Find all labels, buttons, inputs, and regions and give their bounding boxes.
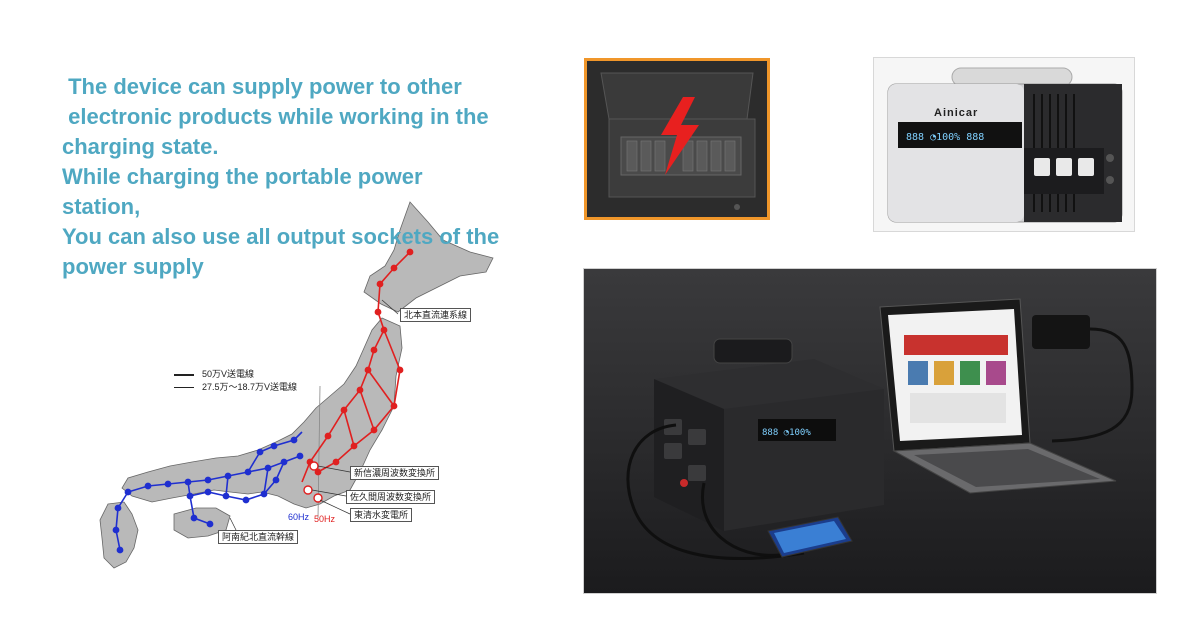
breaker-panel-image: [584, 58, 770, 220]
label-higashi-shimizu: 東清水変電所: [350, 508, 413, 522]
headline-text: The device can supply power to other ele…: [62, 72, 532, 282]
svg-text:888 ◔100%: 888 ◔100%: [762, 428, 811, 438]
legend-label: 50万V送電線: [202, 369, 255, 379]
label-hokkaido-link: 北本直流連系線: [400, 308, 472, 322]
legend-label: 27.5万～18.7万V送電線: [202, 382, 298, 392]
label-anan-kihoku: 阿南紀北直流幹線: [218, 530, 299, 544]
label-shinshinano: 新信濃周波数変換所: [350, 466, 440, 480]
label-60hz: 60Hz: [288, 512, 310, 522]
headline-line: power supply: [62, 254, 204, 279]
map-legend: 50万V送電線 27.5万～18.7万V送電線: [174, 368, 297, 394]
headline-line: station,: [62, 194, 141, 219]
power-station-product-image: 888 ◔100% 888 Ainicar: [873, 57, 1135, 232]
svg-text:888 ◔100% 888: 888 ◔100% 888: [906, 132, 984, 143]
japan-grid-map: 50万V送電線 27.5万～18.7万V送電線 北本直流連系線 新信濃周波数変換…: [98, 200, 538, 580]
breaker-panel-graphic: [587, 61, 767, 217]
japan-map-graphic: [99, 201, 494, 569]
laptop-scene-graphic: 888 ◔100%: [626, 298, 1134, 560]
headline-line: While charging the portable power: [62, 164, 423, 189]
power-station-graphic: 888 ◔100% 888: [874, 58, 1134, 231]
laptop-charging-scene-image: 888 ◔100%: [583, 268, 1157, 594]
headline-line: charging state.: [62, 134, 219, 159]
legend-item: 27.5万～18.7万V送電線: [174, 381, 297, 394]
label-50hz: 50Hz: [314, 514, 336, 524]
legend-item: 50万V送電線: [174, 368, 297, 381]
product-brand: Ainicar: [934, 107, 979, 119]
headline-line: You can also use all output sockets of t…: [62, 224, 500, 249]
headline-line: electronic products while working in the: [62, 104, 489, 129]
label-sakuma: 佐久間周波数変換所: [346, 490, 436, 504]
legend-swatch: [174, 373, 194, 376]
headline-line: The device can supply power to other: [62, 74, 462, 99]
legend-swatch: [174, 387, 194, 388]
lightning-icon: [661, 97, 699, 175]
